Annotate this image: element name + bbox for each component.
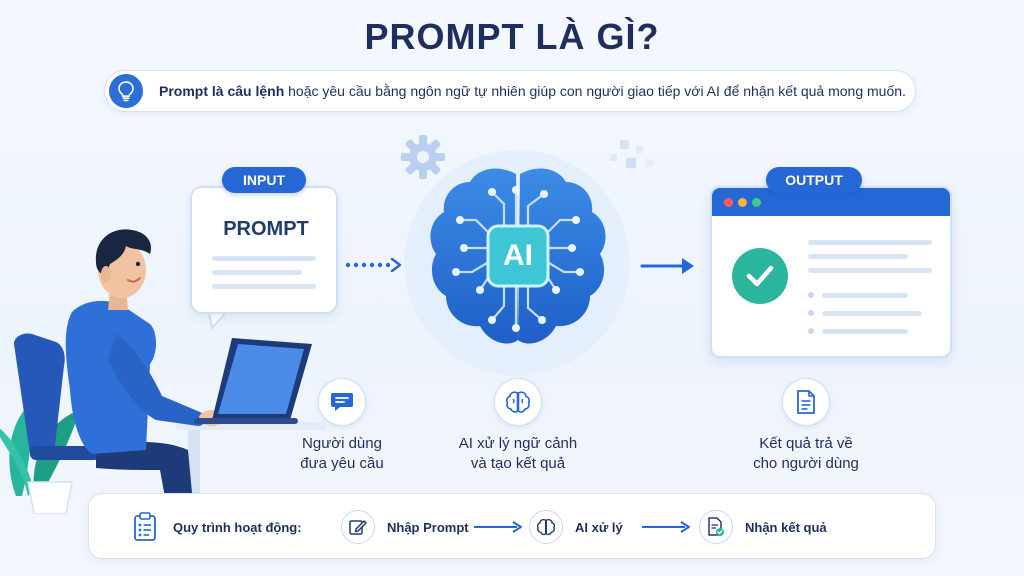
text-line [212, 256, 316, 261]
step-line: và tạo kết quả [470, 455, 566, 472]
list-bullet [808, 310, 814, 316]
ai-chip-label: AI [503, 239, 533, 272]
person-at-laptop-illustration [0, 229, 326, 514]
step-line: cho người dùng [753, 455, 859, 472]
window-dot [724, 198, 733, 207]
gear-icon [401, 135, 445, 179]
step-label-result: Kết quả trả về cho người dùng [726, 434, 886, 474]
document-check-icon [699, 510, 733, 544]
chat-bubble-icon [318, 378, 366, 426]
edit-icon [341, 510, 375, 544]
process-bar: Quy trình hoạt động: Nhập Prompt AI xử l… [88, 493, 936, 559]
input-prompt-card: PROMPT [190, 186, 338, 314]
step-label-ai: AI xử lý ngữ cảnh và tạo kết quả [430, 434, 606, 474]
window-dot [752, 198, 761, 207]
text-line [212, 270, 302, 275]
decorative-squares-icon [610, 140, 653, 168]
process-step-3: Nhận kết quả [745, 520, 827, 535]
step-line: AI xử lý ngữ cảnh [458, 435, 578, 452]
text-line [808, 240, 932, 245]
arrow-right-icon [642, 521, 690, 533]
arrow-right-icon [474, 521, 522, 533]
clipboard-icon [134, 512, 156, 541]
text-line [822, 329, 908, 334]
process-step-2: AI xử lý [575, 520, 623, 535]
output-window [710, 186, 952, 358]
text-line [808, 268, 932, 273]
definition-text: Prompt là câu lệnh hoặc yêu cầu bằng ngô… [159, 83, 906, 99]
definition-rest: hoặc yêu cầu bằng ngôn ngữ tự nhiên giúp… [284, 83, 906, 99]
step-line: đưa yêu cầu [300, 455, 384, 472]
input-pill: INPUT [222, 167, 306, 193]
check-icon [732, 248, 788, 304]
process-step-1: Nhập Prompt [387, 520, 469, 535]
text-line [822, 311, 922, 316]
step-line: Người dùng [302, 435, 382, 452]
list-bullet [808, 328, 814, 334]
brain-small-icon [529, 510, 563, 544]
lightbulb-icon [109, 74, 143, 108]
text-line [212, 284, 316, 289]
definition-banner: Prompt là câu lệnh hoặc yêu cầu bằng ngô… [104, 70, 916, 112]
document-icon [782, 378, 830, 426]
list-bullet [808, 292, 814, 298]
definition-bold: Prompt là câu lệnh [159, 83, 285, 99]
dotted-arrow-icon [345, 258, 402, 272]
process-label: Quy trình hoạt động: [173, 520, 302, 535]
arrow-right-icon [640, 258, 694, 274]
step-label-user: Người dùng đưa yêu cầu [262, 434, 422, 474]
brain-icon [494, 378, 542, 426]
window-dot [738, 198, 747, 207]
text-line [822, 293, 908, 298]
page-title: PROMPT LÀ GÌ? [364, 16, 660, 57]
text-line [808, 254, 908, 259]
prompt-card-title: PROMPT [223, 218, 309, 240]
ai-brain-icon [430, 168, 606, 344]
step-line: Kết quả trả về [759, 435, 853, 452]
output-pill: OUTPUT [766, 167, 862, 193]
